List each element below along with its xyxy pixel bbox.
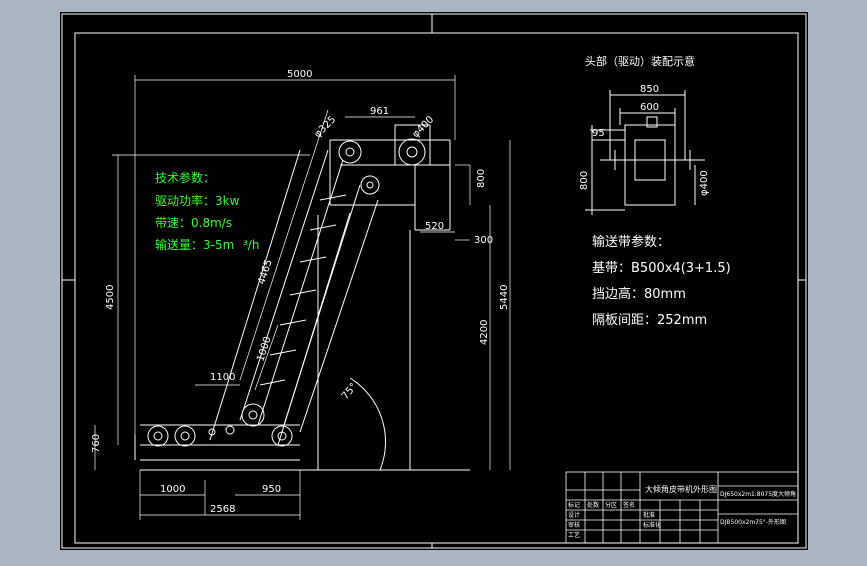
title-block-cell-3: 签名 bbox=[623, 501, 635, 509]
tech-params-speed: 带速：0.8m/s bbox=[155, 216, 232, 230]
title-block-cell-2: 分区 bbox=[605, 501, 617, 509]
hv-dim-phi400: φ400 bbox=[699, 170, 710, 196]
hv-dim-850: 850 bbox=[640, 84, 659, 95]
pulleys bbox=[147, 138, 426, 447]
title-block-main-title: 大倾角皮带机外形图 bbox=[645, 484, 717, 494]
belt-params-edge: 挡边高：80mm bbox=[592, 286, 686, 302]
title-block-cell-6: 工艺 bbox=[568, 531, 580, 539]
tech-params-capacity-unit: ³/h bbox=[243, 238, 259, 252]
dim-head-span: 961 bbox=[370, 106, 389, 117]
belt-params-heading: 输送带参数： bbox=[592, 234, 670, 250]
hv-dim-600: 600 bbox=[640, 102, 659, 113]
title-block-cell-0: 标记 bbox=[568, 501, 580, 509]
dim-left-height: 4500 bbox=[105, 285, 116, 310]
title-block-code-2: DJB500x2m75°-外形图 bbox=[720, 518, 786, 526]
head-view bbox=[585, 90, 705, 215]
dimension-lines bbox=[94, 75, 511, 520]
tech-params-heading: 技术参数： bbox=[155, 170, 215, 185]
title-block-code-1: DJ650x2m1.8075度大倾角 bbox=[720, 490, 796, 498]
belt-params: 输送带参数： 基带：B500x4(3+1.5) 挡边高：80mm 隔板间距：25… bbox=[592, 234, 731, 328]
head-view-title: 头部（驱动）装配示意 bbox=[585, 54, 695, 68]
hv-dim-95: 95 bbox=[592, 128, 605, 139]
center-marks bbox=[62, 14, 806, 548]
dim-head-520: 520 bbox=[425, 221, 444, 232]
drawing-sheet bbox=[60, 12, 808, 550]
dim-height-4200: 4200 bbox=[479, 320, 490, 345]
belt-params-cleat: 隔板间距：252mm bbox=[592, 313, 707, 328]
tech-params: 技术参数： 驱动功率：3kw 带速：0.8m/s 输送量：3-5m ³/h bbox=[155, 170, 259, 252]
conveyor-elevation bbox=[134, 124, 470, 471]
title-block-cell-1: 处数 bbox=[587, 501, 599, 509]
dim-head-300: 300 bbox=[474, 235, 493, 246]
belt-params-base: 基带：B500x4(3+1.5) bbox=[592, 261, 731, 276]
tech-params-power: 驱动功率：3kw bbox=[155, 193, 240, 208]
sheet-inner-border bbox=[74, 32, 799, 544]
tech-params-capacity: 输送量：3-5m bbox=[155, 237, 234, 252]
title-block-cell-5: 审核 bbox=[568, 521, 580, 529]
dim-bottom-1000: 1000 bbox=[160, 484, 185, 495]
title-block-cell-7: 批准 bbox=[643, 511, 655, 519]
dim-lower-1100: 1100 bbox=[210, 372, 235, 383]
dim-head-800: 800 bbox=[476, 169, 487, 188]
dim-bottom-950: 950 bbox=[262, 484, 281, 495]
title-block bbox=[565, 471, 799, 544]
dim-foot-height: 760 bbox=[91, 434, 102, 453]
hv-dim-800: 800 bbox=[579, 171, 590, 190]
dim-bottom-total: 2568 bbox=[210, 504, 235, 515]
title-block-cell-4: 设计 bbox=[568, 511, 580, 519]
dim-height-5440: 5440 bbox=[499, 285, 510, 310]
sheet-outer-border bbox=[61, 13, 807, 549]
dim-total-length: 5000 bbox=[287, 69, 312, 80]
title-block-cell-8: 标准化 bbox=[643, 521, 661, 529]
